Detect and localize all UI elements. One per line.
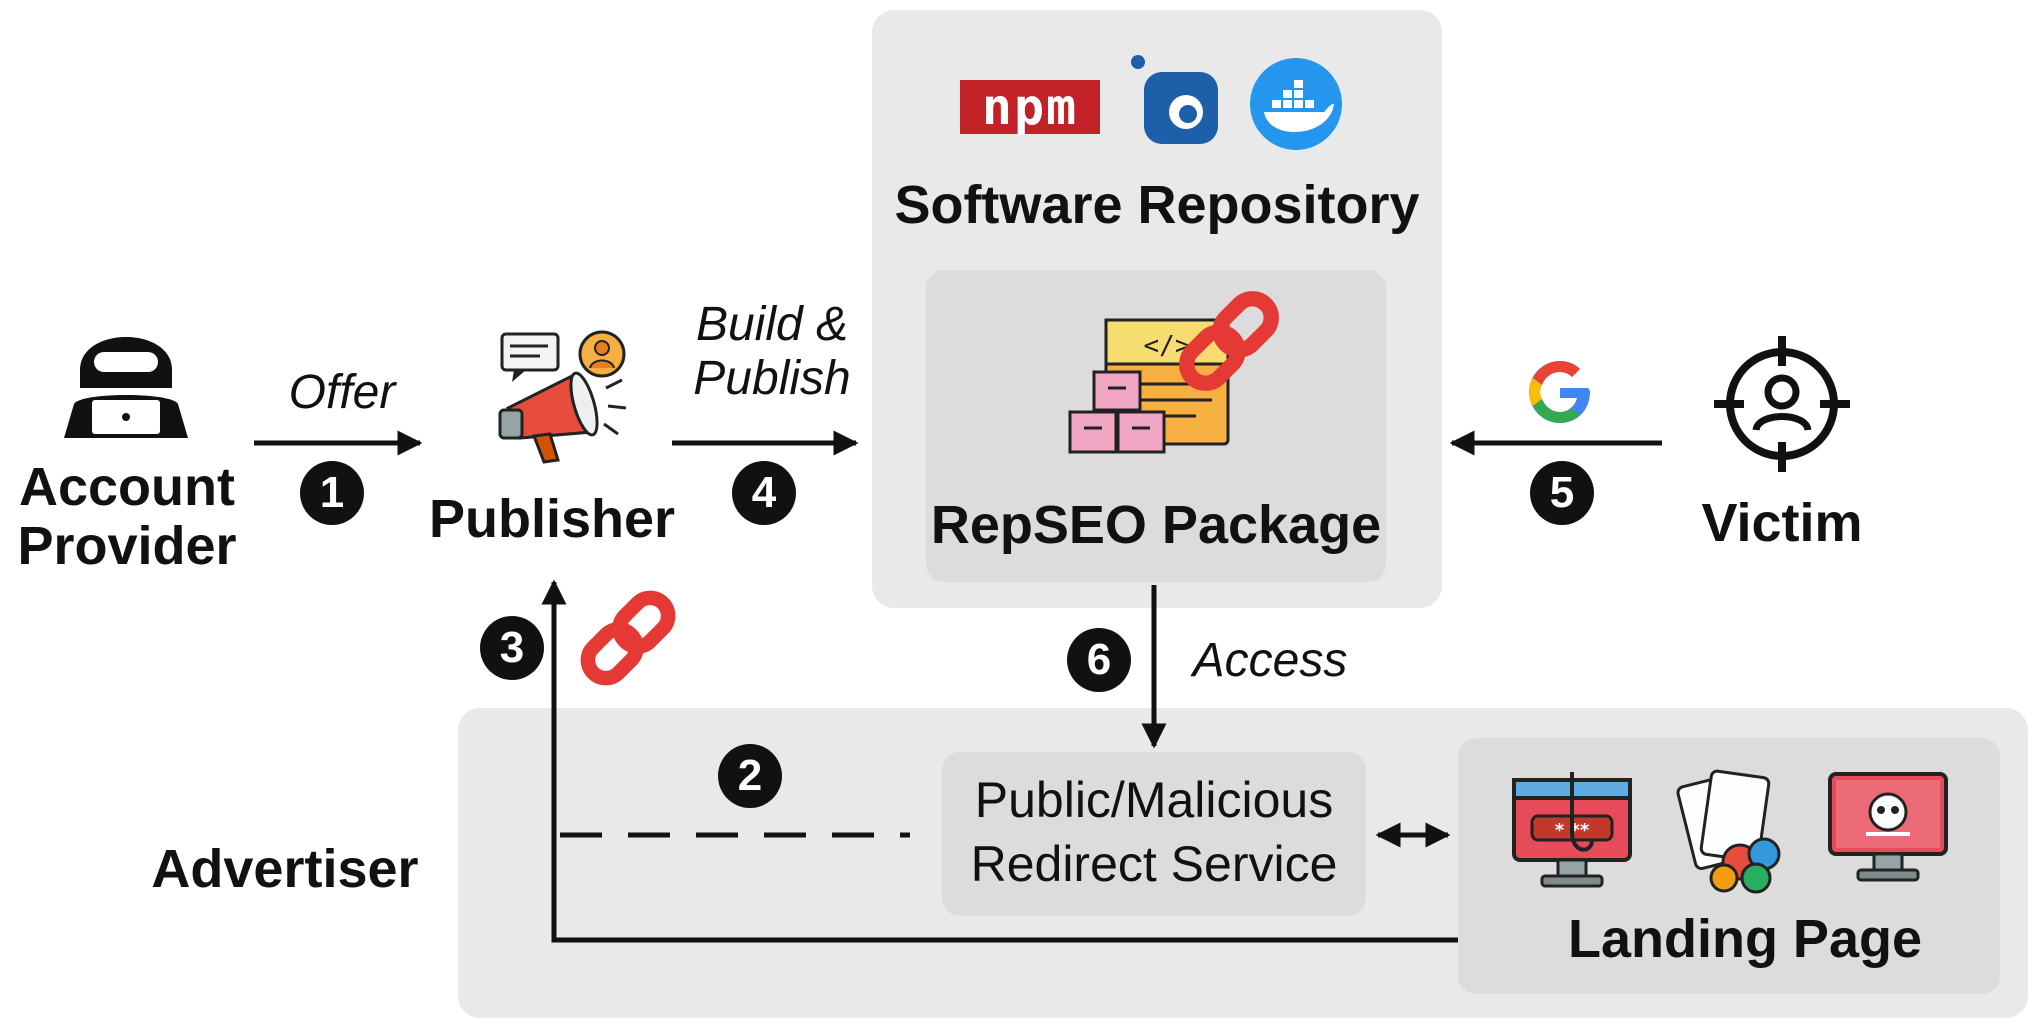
malware-monitor-icon: [1828, 772, 1948, 882]
target-user-icon: [1714, 336, 1850, 472]
victim-label: Victim: [1701, 493, 1863, 553]
phishing-monitor-icon: * **: [1512, 772, 1632, 888]
redirect-service-box: [942, 752, 1366, 916]
access-label: Access: [1192, 634, 1348, 687]
link-icon-advertiser: [580, 590, 676, 686]
gambling-cards-icon: [1676, 769, 1781, 894]
npm-logo: npm: [960, 80, 1100, 134]
docker-logo: [1250, 58, 1342, 150]
publisher-label: Publisher: [428, 489, 676, 549]
advertiser-label: Advertiser: [151, 839, 419, 899]
step-6-badge: 6: [1067, 628, 1131, 692]
offer-label: Offer: [288, 366, 396, 419]
hacker-icon: [64, 337, 188, 438]
google-icon: [1529, 361, 1590, 423]
link-icon-repo: [1179, 291, 1279, 391]
build-publish-label: Build & Publish: [693, 298, 851, 405]
repseo-package-label: RepSEO Package: [930, 495, 1382, 555]
step-5-badge: 5: [1530, 461, 1594, 525]
software-repository-label: Software Repository: [894, 175, 1420, 235]
landing-page-label: Landing Page: [1567, 909, 1923, 969]
step-2-badge: 2: [718, 744, 782, 808]
pypi-like-logo: [1131, 55, 1218, 144]
step-4-badge: 4: [732, 461, 796, 525]
step-3-badge: 3: [480, 616, 544, 680]
megaphone-icon: [498, 330, 627, 464]
account-provider-label: Account Provider: [17, 457, 237, 577]
step-1-badge: 1: [300, 461, 364, 525]
landing-to-publisher-arrow: [541, 579, 1458, 943]
redirect-service-label: Public/Malicious Redirect Service: [970, 772, 1338, 892]
